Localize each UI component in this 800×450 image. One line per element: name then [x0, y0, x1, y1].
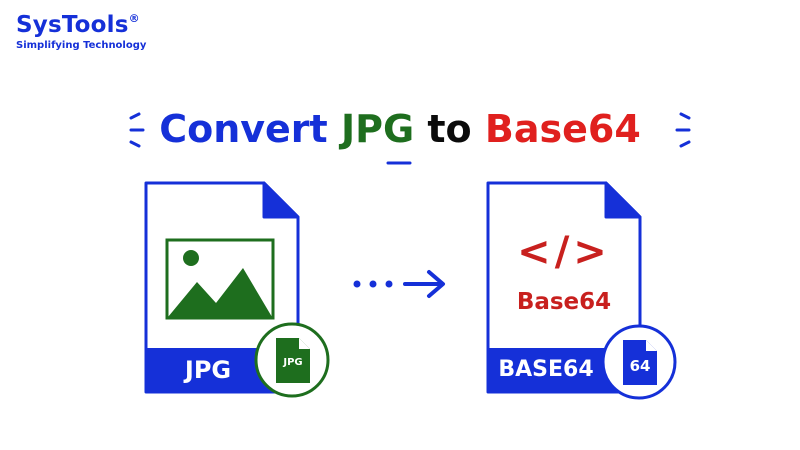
sparkle-left-icon	[129, 112, 145, 148]
image-icon	[165, 238, 275, 320]
jpg-badge	[254, 322, 330, 398]
registered-mark: ®	[128, 12, 140, 25]
base64-badge-text: 64	[629, 357, 651, 375]
base64-badge	[601, 324, 677, 400]
jpg-badge-text: JPG	[283, 357, 303, 368]
headline-word-jpg: JPG	[340, 107, 415, 151]
base64-file-label: BASE64	[498, 357, 594, 382]
sparkle-right-icon	[675, 112, 691, 148]
headline-word-convert: Convert	[159, 107, 328, 151]
brand-tagline: Simplifying Technology	[16, 40, 147, 51]
base64-caption: Base64	[516, 289, 612, 315]
page-title: Convert JPG to Base64	[0, 104, 800, 154]
brand-name: SysTools	[16, 12, 129, 38]
code-brackets-icon: </>	[517, 229, 611, 275]
headline-word-to: to	[427, 107, 472, 151]
arrow-right-icon	[353, 270, 445, 298]
jpg-file-label: JPG	[184, 356, 232, 384]
brand-logo: SysTools® Simplifying Technology	[16, 10, 146, 52]
headline-word-base64: Base64	[484, 107, 641, 151]
